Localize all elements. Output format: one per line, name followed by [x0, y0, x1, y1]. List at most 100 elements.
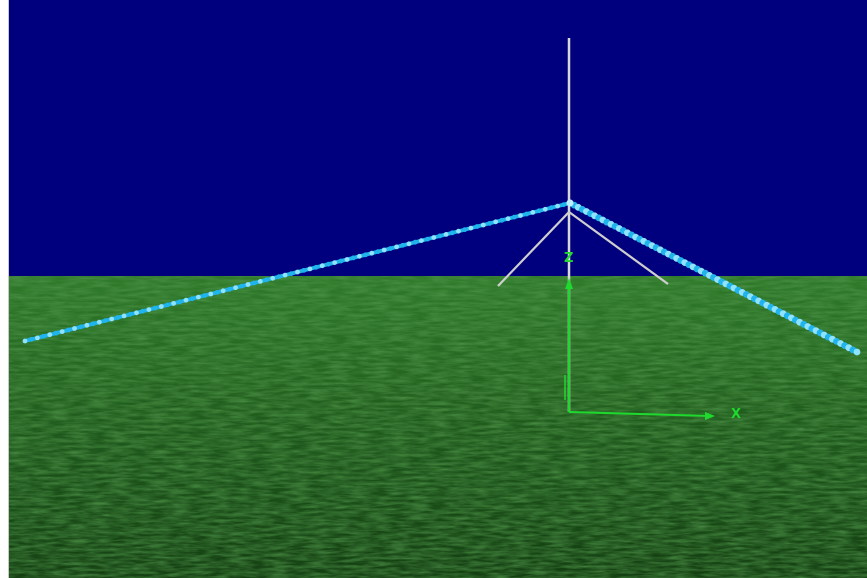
wire-segment: [288, 271, 294, 276]
wire-segment: [53, 330, 59, 336]
wire-segment: [443, 232, 449, 237]
wire-segment: [214, 290, 220, 295]
guy-wire-left: [497, 211, 570, 287]
wire-segment: [350, 255, 356, 261]
wire-segment: [332, 260, 338, 265]
wire-segment: [530, 210, 536, 215]
wire-segment: [233, 285, 239, 291]
wire-segment: [72, 326, 77, 331]
wire-segment: [220, 288, 226, 294]
wire-segment: [47, 332, 53, 338]
wire-segment: [419, 238, 424, 244]
wire-segment: [251, 280, 257, 286]
wire-segment: [518, 213, 523, 218]
wire-segment: [301, 268, 307, 273]
wire-segment: [319, 263, 325, 269]
wire-segment: [239, 283, 245, 289]
wire-segment: [202, 293, 208, 298]
wire-segment: [344, 257, 350, 262]
wire-segment: [542, 206, 548, 212]
wire-segment: [134, 310, 139, 316]
wire-segment: [196, 294, 201, 300]
wire-segment: [468, 225, 474, 231]
wire-segment: [257, 279, 263, 284]
wire-segment: [245, 282, 251, 287]
wire-segment: [480, 222, 486, 228]
wire-segment: [158, 304, 164, 309]
wire-segment: [381, 247, 387, 253]
axes-gizmo: X Z: [564, 251, 741, 422]
wire-segment: [264, 277, 269, 283]
wire-segment: [449, 230, 455, 236]
wire-segment: [338, 258, 344, 264]
wire-segment: [22, 338, 28, 344]
wire-segment: [549, 205, 554, 211]
wire-segment: [437, 233, 443, 239]
wire-segment: [295, 269, 300, 275]
wire-segment: [363, 252, 368, 258]
wire-segment: [165, 302, 170, 308]
wire-segment: [406, 241, 412, 247]
wire-segment: [90, 321, 96, 327]
wire-segment: [84, 322, 90, 328]
antenna-wire-right: [566, 199, 861, 356]
wire-segment: [499, 217, 505, 223]
wire-segment: [388, 246, 393, 251]
wire-segment: [313, 264, 319, 270]
x-axis-line: [568, 411, 712, 417]
wire-segment: [375, 249, 381, 255]
wire-segment: [282, 272, 288, 278]
wire-segment: [474, 224, 480, 229]
wire-segment: [555, 203, 560, 209]
wire-segment: [270, 275, 276, 281]
wire-segment: [66, 327, 71, 333]
wire-segment: [276, 274, 282, 280]
wire-segment: [103, 318, 108, 323]
wire-segment: [96, 319, 102, 325]
wire-segment: [524, 211, 529, 217]
wire-segment: [227, 286, 232, 292]
wire-segment: [146, 307, 152, 312]
antenna-wire-left: [22, 200, 573, 344]
wire-segment: [152, 305, 158, 311]
x-axis-arrow-icon: [705, 412, 715, 420]
wire-segment: [35, 335, 40, 341]
wire-segment: [456, 228, 461, 234]
3d-viewport[interactable]: X Z: [8, 0, 867, 578]
wire-segment: [127, 311, 133, 317]
wire-segment: [400, 242, 406, 248]
wire-segment: [121, 313, 127, 319]
wire-segment: [189, 296, 195, 302]
wire-segment: [115, 315, 121, 320]
wire-segment: [183, 297, 189, 303]
wire-segment: [462, 227, 468, 233]
wire-segment: [357, 253, 362, 259]
wire-segment: [171, 301, 177, 306]
wire-segment: [109, 316, 115, 322]
wire-segment: [394, 244, 399, 250]
ground-plane: [9, 276, 867, 578]
wire-segment: [78, 324, 84, 330]
wire-segment: [425, 236, 430, 242]
wire-segment: [369, 250, 375, 256]
guy-wire-right: [568, 211, 669, 285]
antenna-scene[interactable]: X Z: [9, 0, 867, 578]
wire-segment: [487, 221, 492, 226]
x-axis-label: X: [731, 407, 741, 422]
wire-segment: [431, 235, 437, 240]
wire-segment: [208, 291, 214, 297]
wire-segment: [536, 208, 542, 214]
sky-background: [9, 0, 867, 278]
wire-segment: [853, 348, 861, 356]
wire-segment: [177, 299, 183, 305]
wire-segment: [505, 216, 511, 222]
wire-segment: [511, 214, 517, 220]
z-axis-label: Z: [564, 251, 573, 266]
feed-point: [566, 199, 574, 207]
wire-segment: [41, 333, 46, 339]
z-axis-arrow-icon: [565, 278, 573, 289]
wire-segment: [59, 329, 65, 334]
wire-segment: [326, 261, 331, 267]
wire-segment: [561, 202, 567, 208]
wire-segment: [493, 219, 499, 225]
